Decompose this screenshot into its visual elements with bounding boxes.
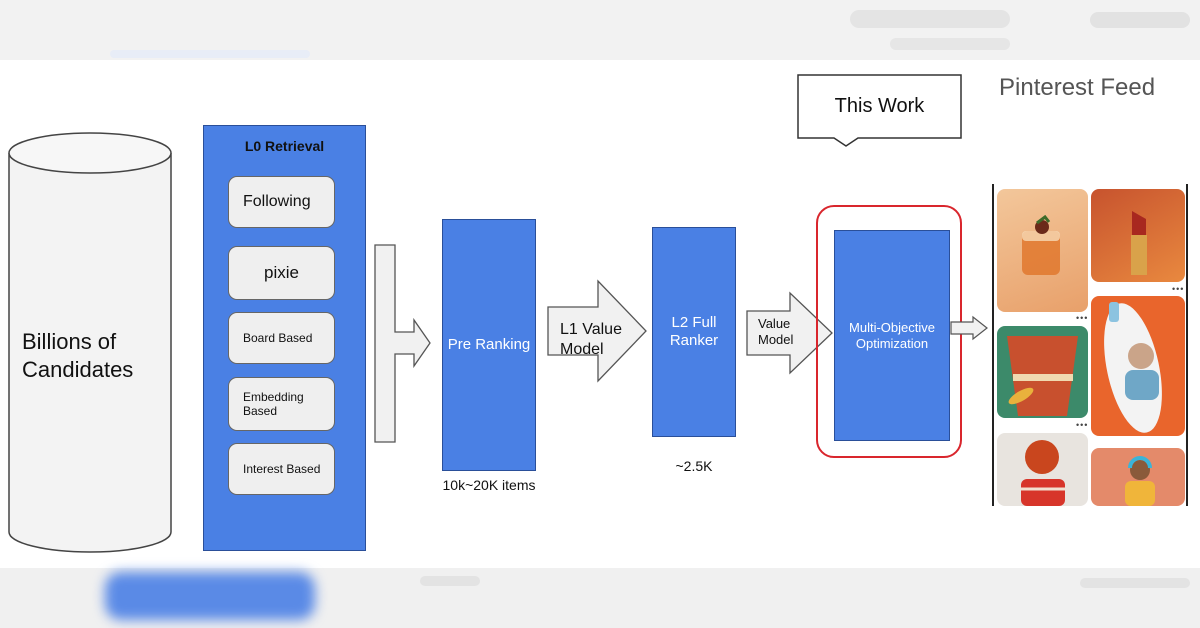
l0-retrieval-title: L0 Retrieval (244, 138, 325, 154)
blurred-shape (420, 576, 480, 586)
blurred-shape (850, 10, 1010, 28)
merge-arrow (374, 244, 431, 443)
this-work-label: This Work (834, 95, 925, 117)
blurred-shape (890, 38, 1010, 50)
l2-count: ~2.5K (675, 458, 713, 474)
pin-more-icon: ••• (1076, 420, 1089, 430)
blurred-shape (1080, 578, 1190, 588)
source-interest-based: Interest Based (228, 443, 335, 495)
source-following: Following (228, 176, 335, 228)
feed-pin-cocktail (997, 189, 1088, 312)
blurred-background-bottom (0, 568, 1200, 628)
l2-full-ranker-box: L2 Full Ranker (652, 227, 736, 437)
feed-pin-surfboard (1091, 296, 1185, 436)
l1-value-model-label: L1 Value Model (560, 321, 622, 358)
multi-objective-optimization-box: Multi-Objective Optimization (834, 230, 950, 441)
blurred-shape (1090, 12, 1190, 28)
phone-frame (992, 184, 1188, 506)
surfboard-person-illustration (1104, 302, 1162, 433)
feed-pin-headphones (1091, 448, 1185, 506)
feed-arrow (950, 315, 988, 341)
feed-pin-red-hair (997, 433, 1088, 506)
source-embedding-based: Embedding Based (228, 377, 335, 431)
value-model-arrow (746, 291, 833, 375)
cocktail-glass-illustration (1022, 214, 1060, 275)
pre-ranking-box: Pre Ranking (442, 219, 536, 471)
red-hair-illustration (1021, 440, 1065, 506)
pinterest-feed-title: Pinterest Feed (999, 74, 1156, 101)
blurred-background-top (0, 0, 1200, 60)
lipstick-illustration (1131, 211, 1147, 275)
headphones-person-illustration (1125, 456, 1155, 506)
l1-value-model-arrow (547, 279, 647, 383)
value-model-label: Value Model (758, 316, 794, 347)
blurred-blue-shape (105, 572, 315, 620)
pin-more-icon: ••• (1076, 313, 1089, 323)
pin-more-icon: ••• (1172, 284, 1185, 294)
candidates-label: Billions of Candidates (22, 329, 134, 382)
feed-pin-lipstick (1091, 189, 1185, 282)
boat-illustration (1007, 336, 1078, 416)
callout-shape (797, 74, 962, 147)
source-board-based: Board Based (228, 312, 335, 364)
pre-ranking-count: 10k~20K items (442, 477, 536, 493)
feed-pin-boat (997, 326, 1088, 418)
blurred-shape (110, 50, 310, 58)
source-pixie: pixie (228, 246, 335, 300)
candidates-cylinder (8, 132, 172, 553)
